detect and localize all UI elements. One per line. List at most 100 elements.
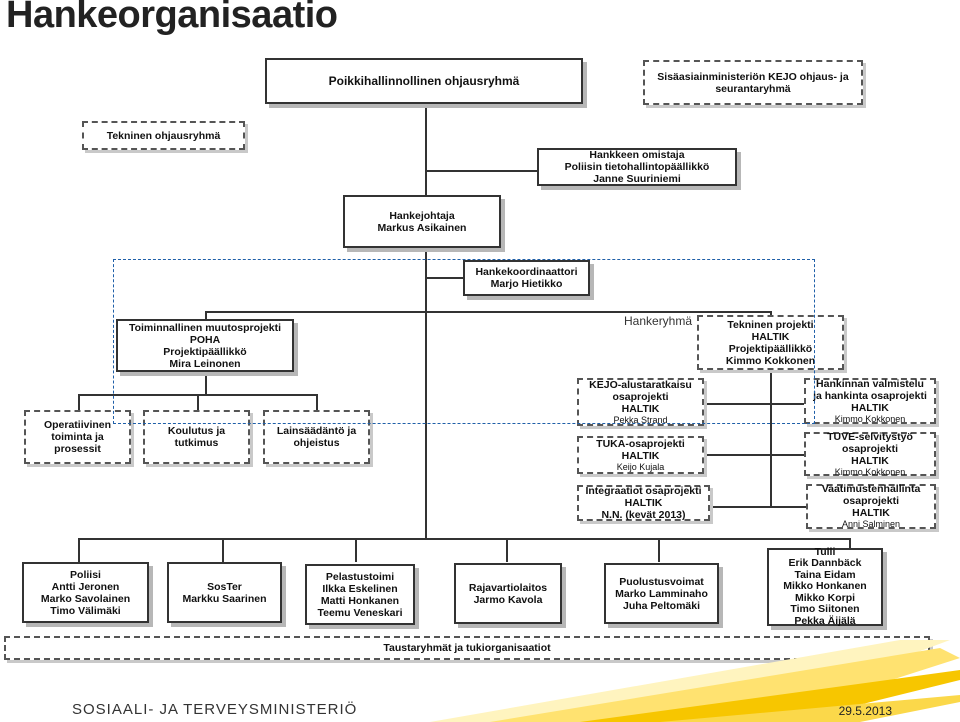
box-line: Marjo Hietikko — [490, 278, 563, 290]
connector — [222, 538, 224, 562]
box-line: TUKA-osaprojekti — [596, 437, 685, 450]
box-line: Tulli — [814, 545, 836, 558]
box-line: ohjeistus — [293, 437, 340, 449]
tulli-box: Tulli Erik Dannbäck Taina Eidam Mikko Ho… — [767, 545, 883, 627]
box-line: osaprojekti — [612, 390, 669, 403]
box-line: Timo Välimäki — [50, 604, 121, 617]
connector — [506, 538, 508, 562]
box-line: Antti Jeronen — [51, 580, 120, 593]
box-line: Kimmo Kokkonen — [834, 413, 906, 424]
footer-date: 29.5.2013 — [838, 704, 892, 718]
connector — [849, 538, 851, 550]
box-line: Pekka Äijälä — [794, 614, 856, 627]
box-line: HALTIK — [751, 330, 790, 343]
box-line: Mikko Korpi — [794, 591, 856, 604]
requirements-box: Vaatimustenhallinta osaprojekti HALTIK A… — [806, 483, 936, 529]
selection-label: Hankeryhmä — [624, 314, 693, 328]
box-line: Taina Eidam — [794, 568, 856, 581]
soster-box: SosTer Markku Saarinen — [167, 562, 282, 623]
connector — [770, 506, 806, 508]
connector — [78, 538, 849, 540]
box-line: Hankejohtaja — [389, 209, 455, 222]
connector — [770, 403, 804, 405]
raja-box: Rajavartiolaitos Jarmo Kavola — [454, 563, 562, 624]
box-line: Erik Dannbäck — [788, 557, 862, 570]
connector — [355, 538, 357, 562]
operations-box: Operatiivinen toiminta ja prosessit — [24, 410, 131, 464]
connector — [78, 394, 80, 410]
box-line: Kimmo Kokkonen — [725, 354, 816, 367]
box-line: Tekninen ohjausryhmä — [106, 129, 221, 142]
connector — [425, 277, 463, 279]
procurement-box: Hankinnan valmistelu ja hankinta osaproj… — [804, 378, 936, 424]
box-line: Jarmo Kavola — [473, 593, 543, 606]
connector — [770, 370, 772, 506]
connector — [710, 506, 770, 508]
box-line: POHA — [189, 333, 221, 346]
box-line: tutkimus — [174, 437, 219, 449]
connector — [205, 372, 207, 394]
box-line: HALTIK — [851, 401, 889, 414]
connector — [316, 394, 318, 410]
box-line: Keijo Kujala — [616, 461, 665, 472]
connector — [704, 403, 770, 405]
box-line: Poliisin tietohallintopäällikkö — [564, 161, 710, 173]
connector — [425, 104, 427, 538]
box-line: Projektipäällikkö — [163, 345, 247, 358]
connector — [78, 538, 80, 562]
box-line: Toiminnallinen muutosprojekti — [128, 321, 282, 334]
project-director-box: Hankejohtaja Markus Asikainen — [343, 195, 501, 248]
box-line: Ilkka Eskelinen — [322, 582, 398, 595]
box-line: Pelastustoimi — [325, 570, 395, 583]
connector — [197, 394, 199, 410]
tuve-box: TUVE-selvitystyö osaprojekti HALTIK Kimm… — [804, 430, 936, 477]
box-line: SosTer — [207, 580, 242, 593]
training-box: Koulutus ja tutkimus — [143, 410, 250, 464]
box-line: Sisäasiainministeriön KEJO ohjaus- ja — [657, 70, 849, 83]
box-line: Anni Salminen — [841, 519, 901, 529]
connector — [770, 454, 804, 456]
box-line: Marko Lamminaho — [615, 587, 708, 600]
box-line: HALTIK — [624, 497, 663, 509]
pelastus-box: Pelastustoimi Ilkka Eskelinen Matti Honk… — [305, 564, 415, 625]
box-line: Hankkeen omistaja — [589, 149, 685, 161]
technical-project-box: Tekninen projekti HALTIK Projektipäällik… — [697, 315, 844, 370]
box-line: seurantaryhmä — [715, 82, 791, 95]
box-line: Hankekoordinaattori — [475, 266, 578, 278]
connector — [704, 454, 770, 456]
box-line: Pekka Strand — [613, 414, 668, 425]
poha-project-box: Toiminnallinen muutosprojekti POHA Proje… — [116, 319, 294, 372]
connector — [205, 311, 207, 319]
connector — [205, 311, 770, 313]
box-line: Marko Savolainen — [40, 592, 131, 605]
box-line: osaprojekti — [842, 495, 900, 507]
box-line: toiminta ja — [51, 431, 104, 443]
box-line: HALTIK — [621, 402, 660, 415]
box-line: Teemu Veneskari — [317, 606, 403, 619]
integrations-box: Integraatiot osaprojekti HALTIK N.N. (ke… — [577, 485, 710, 521]
box-line: Taustaryhmät ja tukiorganisaatiot — [383, 642, 551, 654]
box-line: Integraatiot osaprojekti — [585, 485, 702, 497]
box-line: prosessit — [54, 443, 101, 455]
kejo-group-box: Sisäasiainministeriön KEJO ohjaus- ja se… — [643, 60, 863, 105]
box-line: osaprojekti — [841, 442, 899, 455]
box-line: Mira Leinonen — [169, 357, 241, 370]
box-line: Projektipäällikkö — [728, 342, 813, 355]
box-line: Poliisi — [70, 568, 101, 581]
box-line: Markus Asikainen — [377, 221, 467, 234]
background-groups-box: Taustaryhmät ja tukiorganisaatiot — [4, 636, 930, 660]
project-owner-box: Hankkeen omistaja Poliisin tietohallinto… — [537, 148, 737, 186]
page-title: Hankeorganisaatio — [6, 0, 338, 36]
box-line: Timo Siitonen — [790, 603, 860, 616]
box-line: Hankinnan valmistelu — [816, 377, 924, 390]
poliisi-box: Poliisi Antti Jeronen Marko Savolainen T… — [22, 562, 149, 623]
box-line: Janne Suuriniemi — [593, 173, 681, 185]
kejo-platform-box: KEJO-alustaratkaisu osaprojekti HALTIK P… — [577, 378, 704, 426]
box-line: HALTIK — [621, 449, 660, 462]
project-coordinator-box: Hankekoordinaattori Marjo Hietikko — [463, 260, 590, 296]
box-line: Kimmo Kokkonen — [834, 466, 906, 477]
box-line: TUVE-selvitystyö — [827, 430, 913, 443]
technical-steering-box: Tekninen ohjausryhmä — [82, 121, 245, 150]
decorative-stripes-icon — [430, 640, 960, 722]
steering-group-box: Poikkihallinnollinen ohjausryhmä — [265, 58, 583, 104]
